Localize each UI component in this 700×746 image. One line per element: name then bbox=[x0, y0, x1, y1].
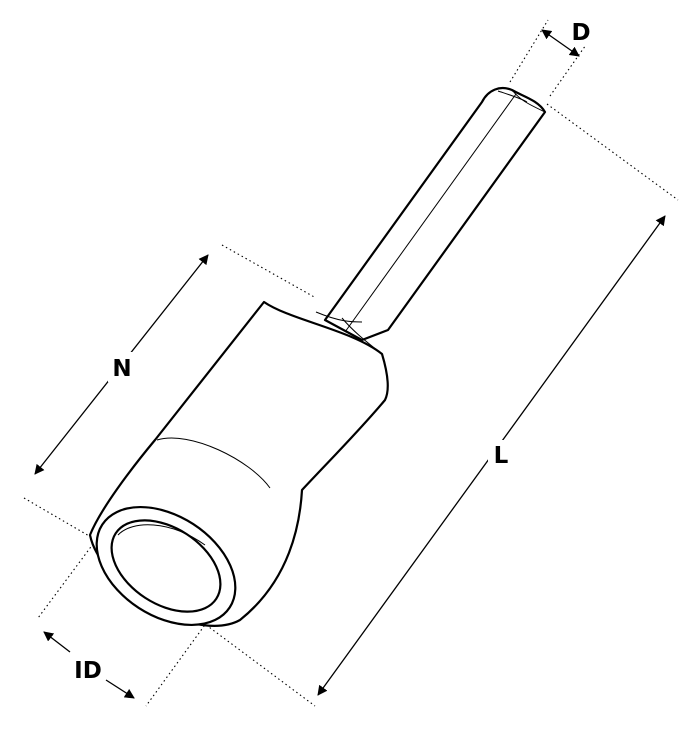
label-n: N bbox=[112, 356, 131, 382]
extension-lines bbox=[23, 19, 679, 707]
insulation-extension-bottom bbox=[23, 497, 97, 541]
pin-body bbox=[323, 86, 547, 342]
label-d-background bbox=[570, 16, 596, 46]
pin-tip-edge bbox=[497, 90, 528, 103]
inner-diameter-extension-left bbox=[37, 539, 97, 619]
mouth-inner-shadow bbox=[117, 524, 206, 546]
pin-diameter-extension-right bbox=[549, 41, 589, 97]
label-n-background bbox=[108, 352, 136, 382]
inner-diameter-extension-right bbox=[145, 621, 208, 707]
label-id: ID bbox=[74, 658, 102, 684]
pin-tip-bevel bbox=[511, 89, 546, 113]
label-d: D bbox=[571, 20, 590, 46]
length-extension-top bbox=[546, 103, 679, 201]
label-l-background bbox=[488, 440, 514, 470]
pin-diameter-extension-left bbox=[509, 19, 549, 83]
dimension-labels: D L N ID bbox=[74, 16, 596, 684]
label-l: L bbox=[494, 443, 509, 469]
dimension-arrow-id-right bbox=[105, 679, 135, 699]
sleeve-opening bbox=[95, 505, 237, 627]
dimension-arrow-id-left bbox=[43, 631, 71, 653]
dimension-arrow-d bbox=[541, 29, 580, 57]
insulation-extension-top bbox=[221, 244, 317, 299]
pin-crimp-groove bbox=[344, 93, 517, 333]
length-extension-bottom bbox=[169, 597, 316, 707]
pin bbox=[323, 86, 547, 342]
